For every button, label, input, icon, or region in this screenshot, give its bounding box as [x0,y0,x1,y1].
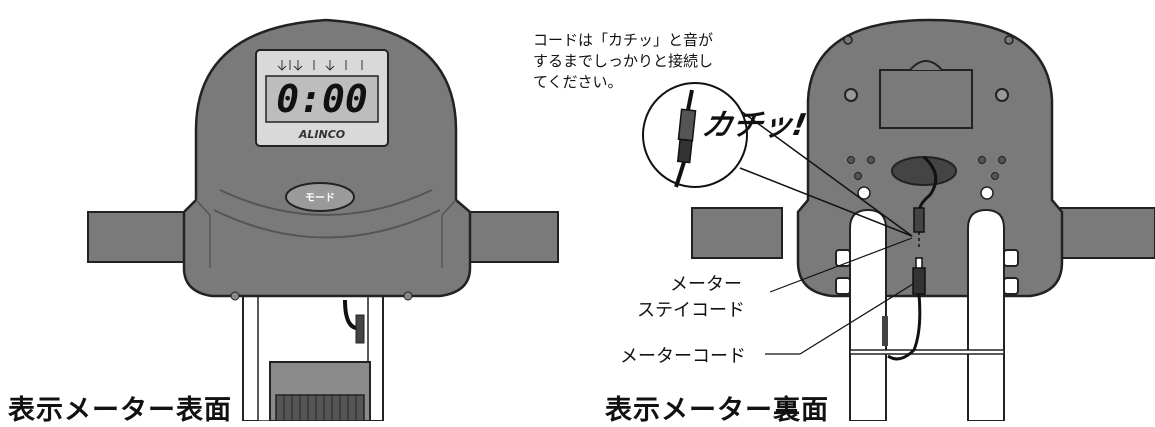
back-meter-view [642,18,1155,421]
meter-cord-plug [912,267,926,295]
back-right-bar [1054,207,1155,259]
stay-cord-label-line1: メーター [670,274,742,295]
front-meter-view: 0:00 ALINCO モード [87,18,559,421]
front-left-bar [87,211,199,263]
front-brand-logo: ALINCO [298,128,345,141]
leader-stay-cord [769,237,913,293]
back-right-stay [967,208,1005,421]
front-mode-button-label: モード [305,192,335,204]
stay-cord-plug [913,207,925,233]
front-caption: 表示メーター表面 [8,395,232,426]
front-right-bar [467,211,559,263]
stay-cord-label-line2: ステイコード [637,300,745,321]
back-left-stay [849,208,887,421]
connection-note: コードは「カチッ」と音がするまでしっかりと接続してください。 [533,31,714,91]
front-lcd [265,75,379,123]
meter-cord-label: メーターコード [620,346,746,367]
front-lcd-value: 0:00 [276,77,368,121]
click-sound-text: カチッ! [699,108,810,143]
back-left-bar [691,207,783,259]
zoom-detail-circle [642,82,748,188]
front-mode-button[interactable] [285,182,355,212]
back-caption: 表示メーター裏面 [605,395,829,426]
